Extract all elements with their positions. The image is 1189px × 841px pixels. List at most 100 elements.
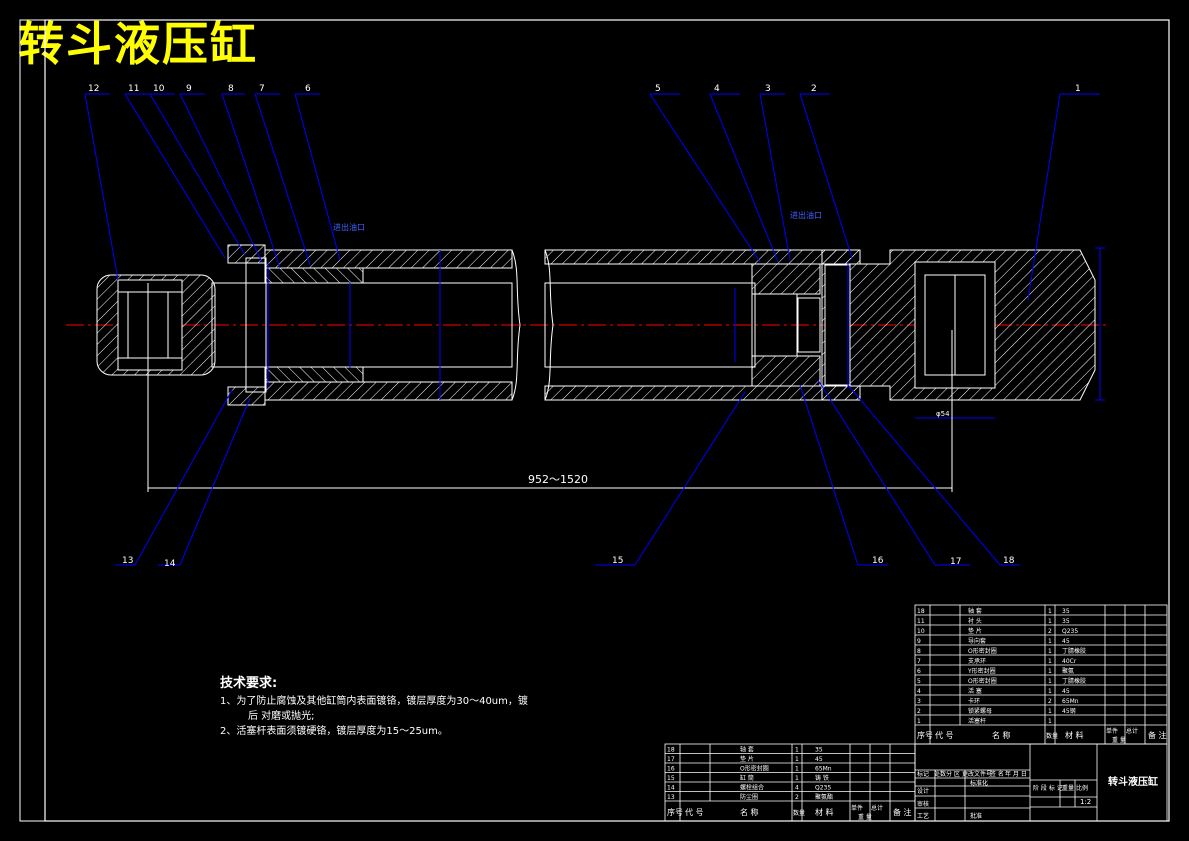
upper-header-material: 材 料 <box>1065 730 1084 740</box>
overall-dimension <box>147 330 953 492</box>
upper-table-cell: 2 <box>917 708 921 715</box>
title-block <box>914 743 1168 822</box>
lower-header-seq: 序号 <box>667 807 683 817</box>
upper-table-cell: 丁腈橡胶 <box>1062 677 1086 685</box>
callout-13: 13 <box>122 556 133 566</box>
upper-parts-table <box>914 604 1168 745</box>
lower-header-total: 总计 <box>871 804 883 812</box>
upper-table-cell: 45 <box>1062 638 1070 645</box>
lower-table-header: 序号 代 号 名 称 数量 材 料 单件 总计 重 量 备 注 <box>667 804 912 821</box>
technical-requirements: 技术要求: 1、为了防止腐蚀及其他缸筒内表面镀铬，镀层厚度为30～40um，镀 … <box>220 676 528 739</box>
upper-table-cell: 丁腈橡胶 <box>1062 647 1086 655</box>
upper-header-single: 单件 <box>1106 727 1118 735</box>
scale-label: 比例 <box>1076 784 1088 792</box>
upper-table-cell: 锁紧螺母 <box>968 707 992 715</box>
lower-table-cell: 45 <box>815 756 823 763</box>
upper-table-cell: 3 <box>917 698 921 705</box>
scale-value: 1:2 <box>1080 798 1091 806</box>
lower-header-name: 名 称 <box>740 807 759 817</box>
mark-0: 标记 <box>917 770 929 778</box>
upper-table-header: 序号 代 号 名 称 数量 材 料 单件 总计 重 量 备 注 <box>917 727 1167 744</box>
upper-header-note: 备 注 <box>1148 730 1167 740</box>
check-label: 审核 <box>917 800 929 808</box>
cylinder-head-eye <box>821 249 1096 401</box>
lower-table-cell: 铸 铁 <box>815 774 829 782</box>
upper-table-cell: 4 <box>917 688 921 695</box>
callout-4: 4 <box>714 84 720 94</box>
lower-header-code: 代 号 <box>685 807 704 817</box>
lower-table-cell: 1 <box>795 747 799 754</box>
upper-table-cell: 11 <box>917 618 925 625</box>
outer-frame <box>19 19 1170 822</box>
lower-table-cell: Q235 <box>815 785 831 792</box>
callout-7: 7 <box>259 84 265 94</box>
lower-table-cell: 轴 套 <box>740 746 754 754</box>
tech-heading: 技术要求: <box>220 676 278 691</box>
drawing-name: 转斗液压缸 <box>1108 775 1158 788</box>
upper-table-cell: 1 <box>1048 638 1052 645</box>
lower-table-cell: 16 <box>667 766 675 773</box>
oil-port-right-label: 进出油口 <box>790 210 822 220</box>
upper-table-cell: 活 塞 <box>968 687 982 695</box>
upper-table-cell: Q235 <box>1062 628 1078 635</box>
lower-table-cell: 13 <box>667 794 675 801</box>
upper-table-cell: 聚氨 <box>1062 667 1074 675</box>
upper-table-cell: 45钢 <box>1062 707 1076 715</box>
upper-table-cell: 1 <box>1048 708 1052 715</box>
upper-table-cell: 活塞杆 <box>968 717 986 725</box>
upper-table-cell: 1 <box>1048 618 1052 625</box>
mark-3: 更改文件号 <box>962 770 992 778</box>
tech-line-1b: 后 对磨或抛光; <box>248 711 315 722</box>
mark-2: 分 区 <box>946 770 960 778</box>
lower-header-qty: 数量 <box>793 809 805 817</box>
upper-header-weight: 重 量 <box>1112 736 1126 744</box>
upper-table-cell: 2 <box>1048 698 1052 705</box>
upper-table-cell: O形密封圈 <box>968 647 997 655</box>
lower-table-cell: 1 <box>795 775 799 782</box>
lower-table-cell: 1 <box>795 756 799 763</box>
lower-table-cell: 1 <box>795 766 799 773</box>
lower-header-single: 单件 <box>851 804 863 812</box>
lower-table-cell: 2 <box>795 794 799 801</box>
approve-label: 批准 <box>970 812 982 820</box>
drawing-title: 转斗液压缸 <box>18 17 258 71</box>
upper-table-cell: 支承环 <box>968 657 986 665</box>
weight-label: 重量 <box>1062 784 1074 792</box>
callout-16: 16 <box>872 556 884 566</box>
callout-9: 9 <box>186 84 192 94</box>
upper-table-cell: 1 <box>1048 688 1052 695</box>
upper-table-cell: 40Cr <box>1062 658 1077 665</box>
lower-table-cell: 15 <box>667 775 675 782</box>
upper-table-cell: 5 <box>917 678 921 685</box>
upper-table-cell: 65Mn <box>1062 698 1079 705</box>
inner-frame <box>44 19 1170 822</box>
upper-table-cell: 垫 片 <box>968 627 982 635</box>
callout-14: 14 <box>164 559 176 569</box>
lower-table-cell: 螺栓组合 <box>740 784 764 792</box>
upper-table-cell: 6 <box>917 668 921 675</box>
lower-table-cell: 聚氨酯 <box>815 793 833 801</box>
callout-2: 2 <box>811 84 817 94</box>
lower-table-cell: O形密封圈 <box>740 765 769 773</box>
upper-table-cell: 1 <box>1048 658 1052 665</box>
callout-8: 8 <box>228 84 234 94</box>
upper-table-cell: O形密封圈 <box>968 677 997 685</box>
lower-table-cell: 65Mn <box>815 766 832 773</box>
cylinder-barrel-left <box>264 249 554 401</box>
upper-table-cell: 卡环 <box>968 697 980 705</box>
upper-header-qty: 数量 <box>1046 732 1058 740</box>
callout-1: 1 <box>1075 84 1081 94</box>
oil-port-left-label: 进出油口 <box>333 222 365 232</box>
blue-dimension-lines <box>267 247 1105 419</box>
callout-18: 18 <box>1003 556 1015 566</box>
upper-table-cell: 2 <box>1048 628 1052 635</box>
upper-table-cell: 8 <box>917 648 921 655</box>
upper-table-cell: 1 <box>1048 608 1052 615</box>
upper-table-cell: 35 <box>1062 618 1070 625</box>
upper-table-cell: 1 <box>1048 718 1052 725</box>
tech-line-1: 1、为了防止腐蚀及其他缸筒内表面镀铬，镀层厚度为30～40um，镀 <box>220 696 528 707</box>
lower-table-cell: 14 <box>667 785 675 792</box>
upper-table-cell: 10 <box>917 628 925 635</box>
